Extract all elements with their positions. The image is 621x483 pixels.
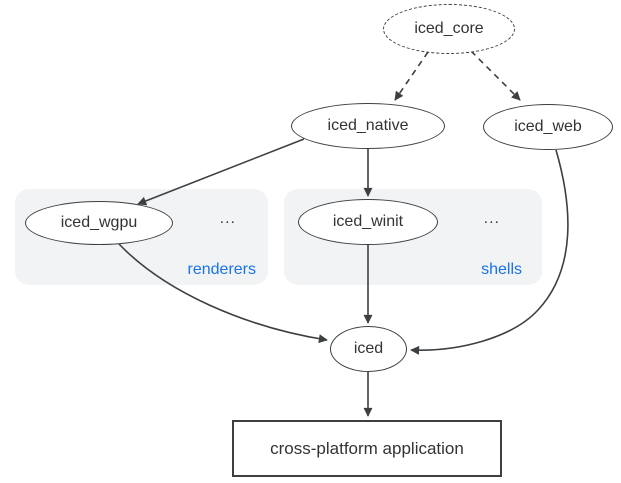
node-iced-web-label: iced_web xyxy=(514,118,582,135)
node-iced-wgpu-label: iced_wgpu xyxy=(60,214,138,231)
edge-core-to-native xyxy=(394,51,429,101)
renderers-ellipsis: ... xyxy=(219,210,236,227)
shells-group-label: shells xyxy=(481,261,522,278)
node-iced: iced xyxy=(330,326,407,372)
renderers-group-label: renderers xyxy=(187,261,256,278)
shells-ellipsis: ... xyxy=(483,210,500,227)
node-iced-wgpu: iced_wgpu xyxy=(25,201,173,245)
node-cross-platform-application-label: cross-platform application xyxy=(270,438,464,458)
node-iced-web: iced_web xyxy=(483,104,613,150)
node-iced-native: iced_native xyxy=(291,103,445,149)
node-iced-native-label: iced_native xyxy=(327,117,409,134)
node-iced-core-label: iced_core xyxy=(414,20,484,37)
node-iced-winit-label: iced_winit xyxy=(332,213,404,230)
node-iced-core: iced_core xyxy=(383,4,515,54)
node-iced-winit: iced_winit xyxy=(298,199,438,245)
node-iced-label: iced xyxy=(353,340,384,357)
node-cross-platform-application: cross-platform application xyxy=(232,420,502,477)
edge-core-to-web xyxy=(470,50,521,101)
